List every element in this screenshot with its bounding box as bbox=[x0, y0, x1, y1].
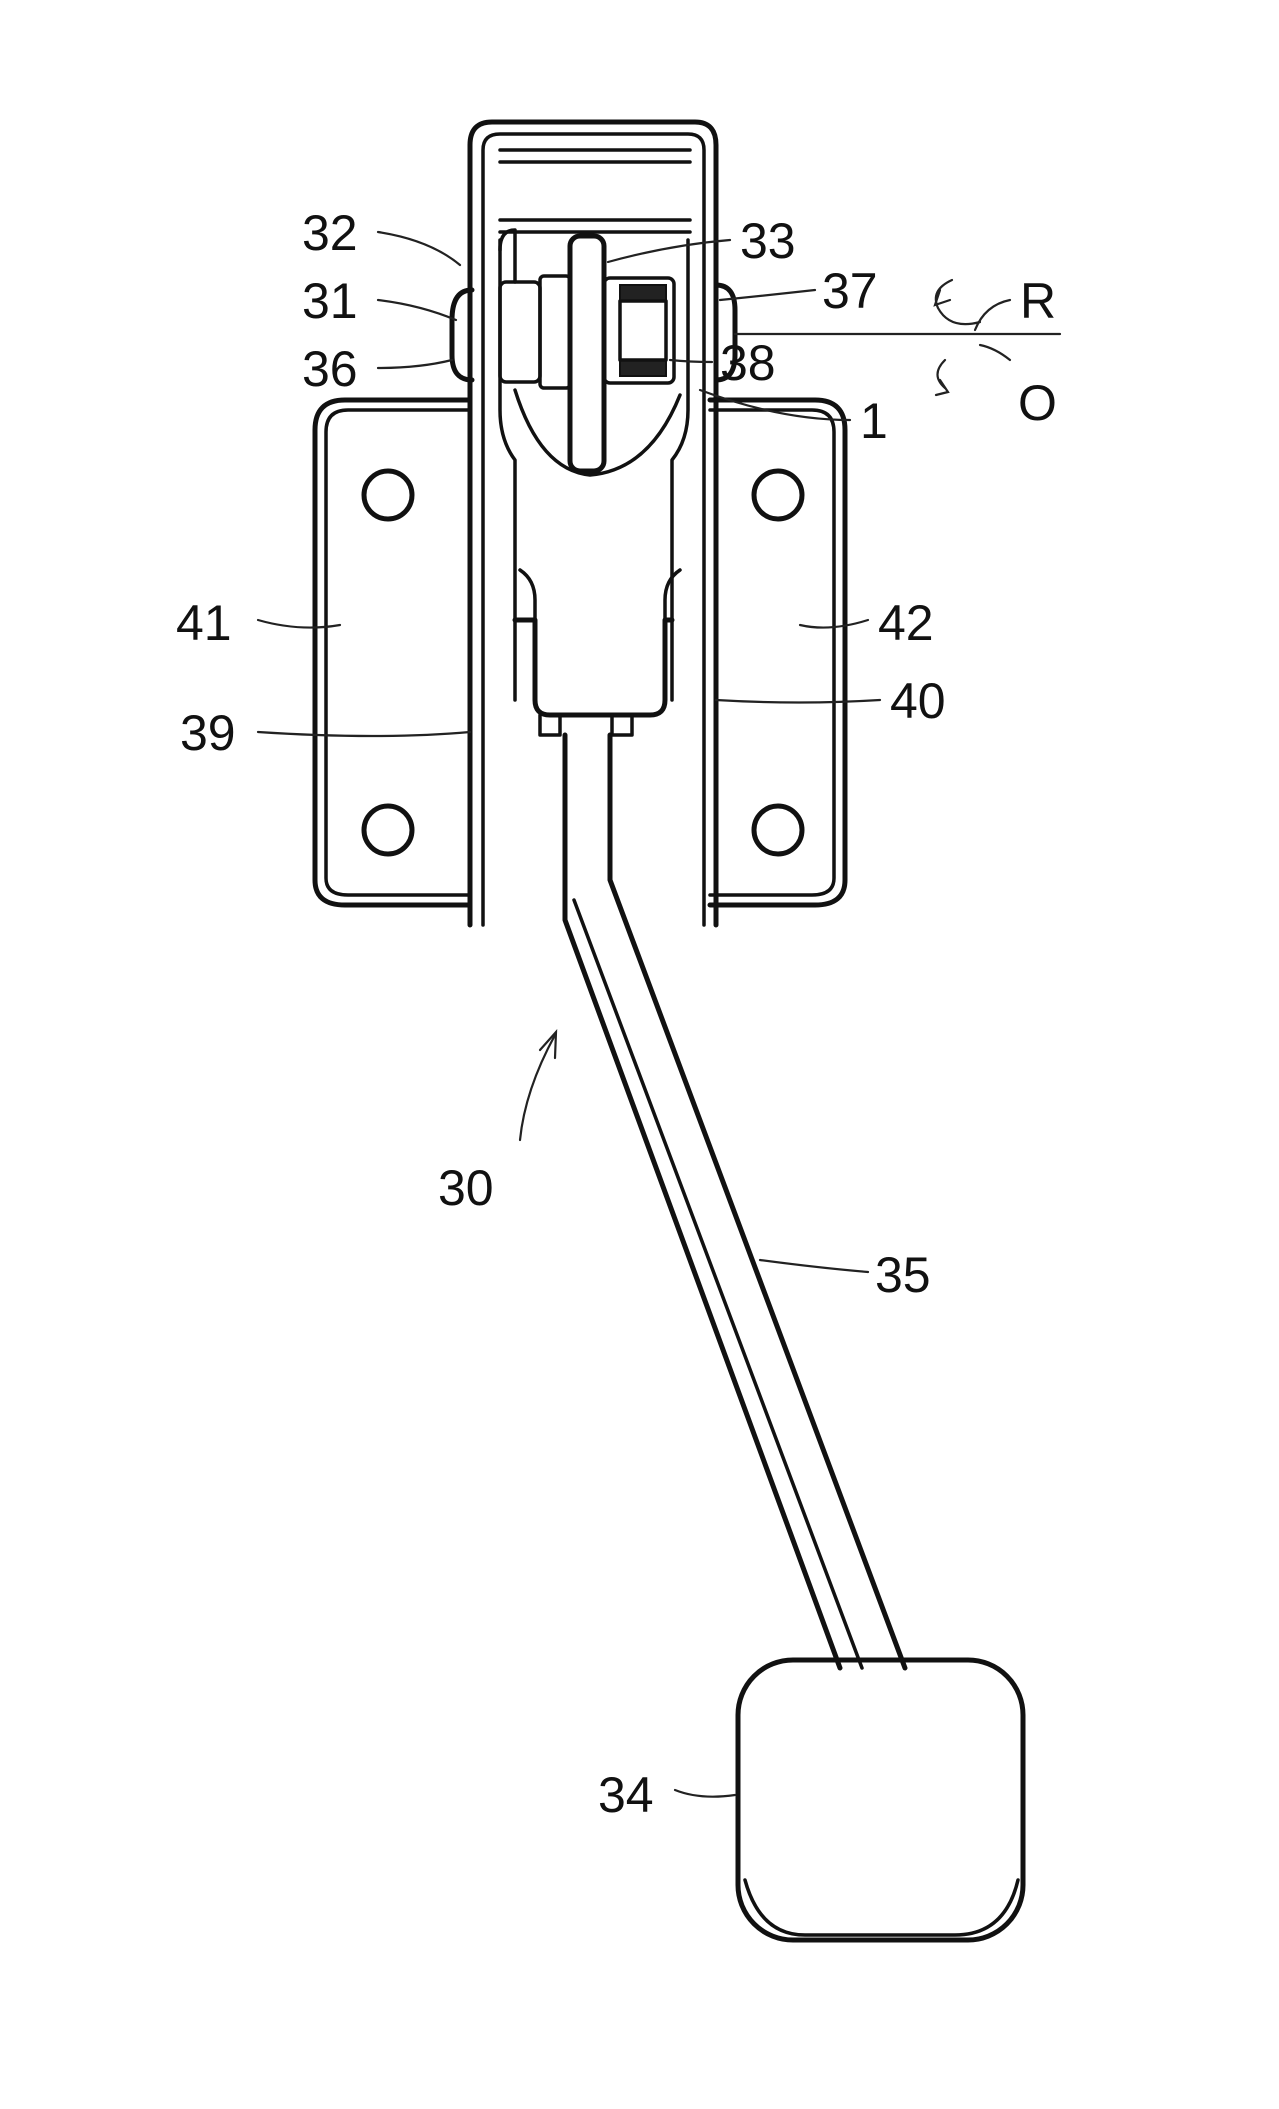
label-38: 38 bbox=[720, 335, 776, 391]
label-32: 32 bbox=[302, 205, 358, 261]
pedal-lever bbox=[565, 735, 905, 1668]
left-mounting-plate bbox=[315, 400, 470, 905]
bolt-hole-icon bbox=[364, 806, 412, 854]
bolt-hole-icon bbox=[754, 471, 802, 519]
label-30: 30 bbox=[438, 1160, 494, 1216]
label-31: 31 bbox=[302, 273, 358, 329]
pedal-pad bbox=[738, 1660, 1023, 1940]
label-37: 37 bbox=[822, 263, 878, 319]
label-35: 35 bbox=[875, 1247, 931, 1303]
bracket-housing bbox=[470, 122, 716, 925]
label-39: 39 bbox=[180, 705, 236, 761]
bolt-hole-icon bbox=[364, 471, 412, 519]
leader-lines bbox=[258, 232, 1010, 1797]
rotation-mechanism bbox=[452, 230, 735, 475]
label-42: 42 bbox=[878, 595, 934, 651]
pedal-arm-upper bbox=[515, 570, 680, 735]
arrow-30 bbox=[520, 1032, 556, 1140]
arrow-head-icon bbox=[936, 380, 948, 395]
label-O: O bbox=[1018, 375, 1057, 431]
bolt-hole-icon bbox=[754, 806, 802, 854]
label-41: 41 bbox=[176, 595, 232, 651]
label-R: R bbox=[1020, 273, 1056, 329]
rotation-axis bbox=[735, 280, 1060, 395]
label-34: 34 bbox=[598, 1767, 654, 1823]
label-1: 1 bbox=[860, 393, 888, 449]
label-33: 33 bbox=[740, 213, 796, 269]
label-36: 36 bbox=[302, 341, 358, 397]
label-40: 40 bbox=[890, 673, 946, 729]
right-mounting-plate bbox=[710, 400, 845, 905]
